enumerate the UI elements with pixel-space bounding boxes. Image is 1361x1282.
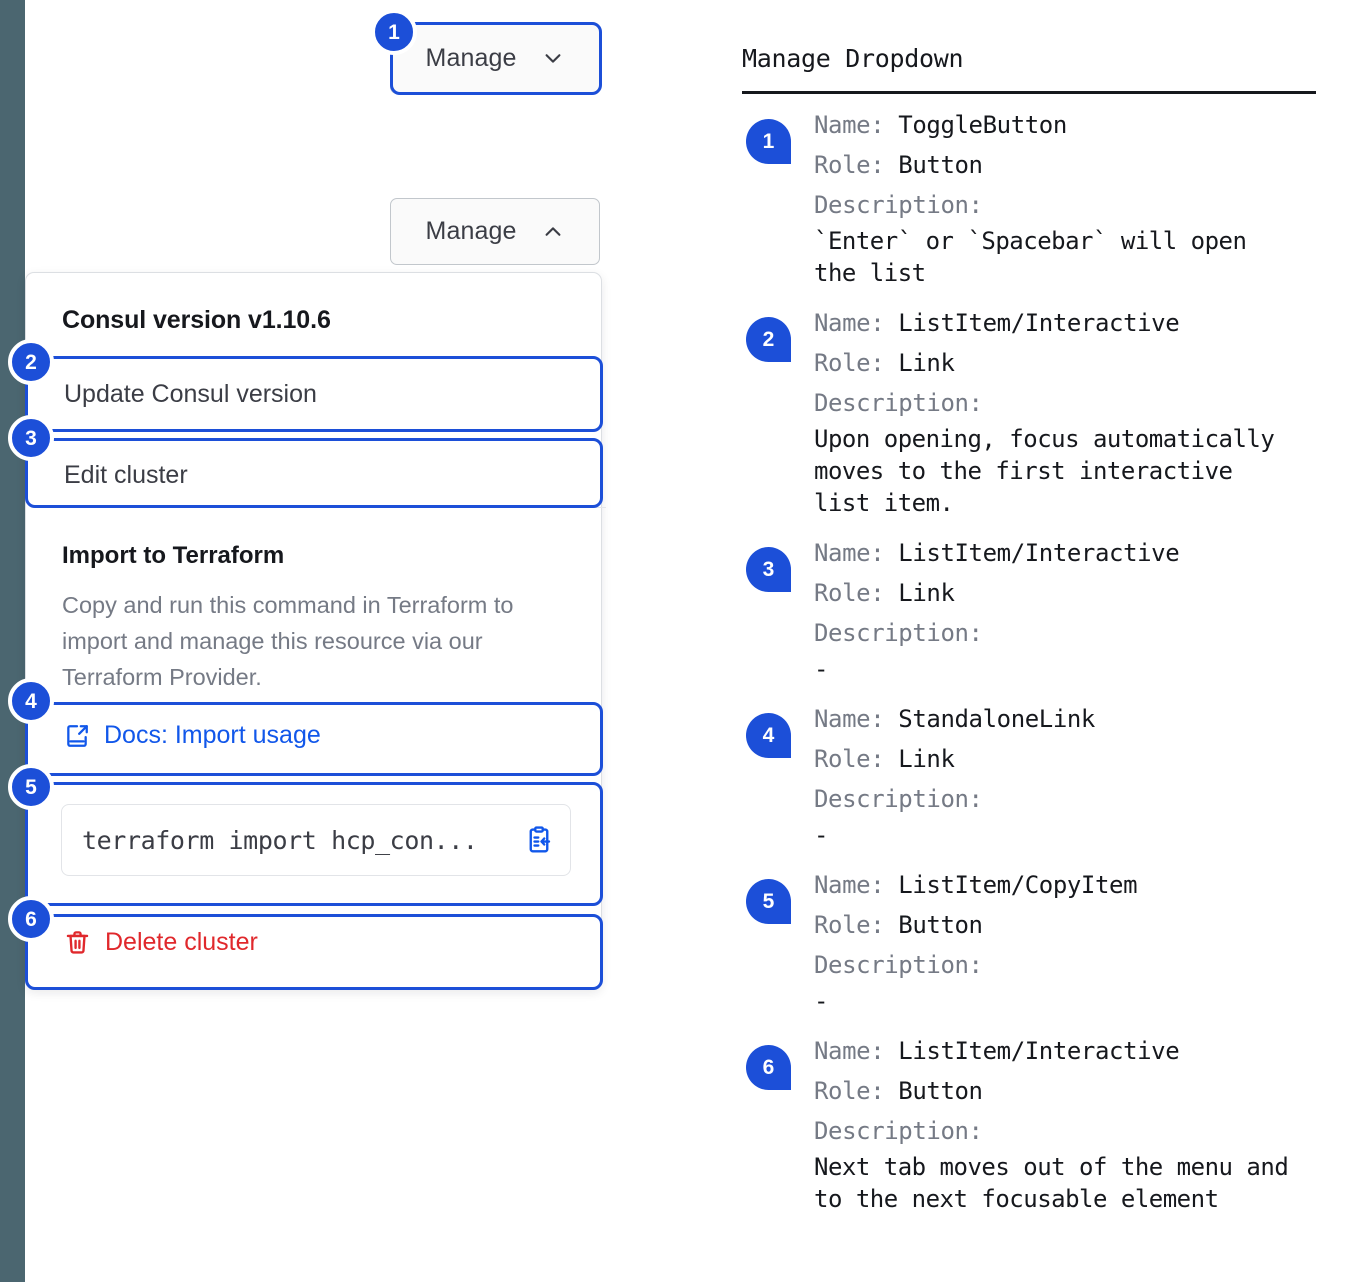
doc-item-role: Role: Button	[814, 911, 983, 939]
doc-marker-badge-1: 1	[746, 119, 791, 164]
doc-item-role: Role: Link	[814, 745, 955, 773]
doc-item-description-label: Description:	[814, 389, 983, 417]
doc-item-description: -	[814, 821, 828, 849]
menu-divider	[51, 507, 606, 508]
consul-version-heading: Consul version v1.10.6	[62, 306, 331, 334]
menu-item-update-consul-version[interactable]: Update Consul version	[64, 380, 317, 408]
doc-panel-title: Manage Dropdown	[742, 44, 964, 73]
chevron-up-icon	[542, 221, 564, 243]
doc-item-name: Name: ToggleButton	[814, 111, 1067, 139]
doc-item-description-label: Description:	[814, 951, 983, 979]
docs-import-usage-label: Docs: Import usage	[104, 721, 321, 749]
marker-badge-3: 3	[8, 415, 54, 461]
marker-badge-6: 6	[8, 896, 54, 942]
manage-toggle-label: Manage	[425, 43, 517, 72]
terraform-command-copy-field[interactable]: terraform import hcp_con...	[61, 804, 571, 876]
marker-badge-5: 5	[8, 764, 54, 810]
doc-item-description-label: Description:	[814, 619, 983, 647]
manage-dropdown-toggle-collapsed[interactable]: Manage	[390, 22, 600, 94]
doc-item-description: Next tab moves out of the menu and to th…	[814, 1153, 1289, 1213]
doc-marker-badge-2: 2	[746, 317, 791, 362]
import-to-terraform-description: Copy and run this command in Terraform t…	[62, 592, 514, 690]
chevron-down-icon	[542, 47, 564, 69]
doc-marker-badge-3: 3	[746, 547, 791, 592]
external-doc-icon	[64, 723, 90, 749]
doc-item-description-label: Description:	[814, 1117, 983, 1145]
terraform-command-text: terraform import hcp_con...	[82, 825, 478, 855]
doc-item-name: Name: ListItem/Interactive	[814, 1037, 1180, 1065]
doc-item-description-label: Description:	[814, 785, 983, 813]
import-to-terraform-heading: Import to Terraform	[62, 542, 285, 569]
copy-to-clipboard-icon[interactable]	[524, 825, 554, 855]
manage-dropdown-panel: Consul version v1.10.6 Update Consul ver…	[25, 272, 606, 990]
doc-item-name: Name: StandaloneLink	[814, 705, 1095, 733]
doc-item-name: Name: ListItem/Interactive	[814, 539, 1180, 567]
doc-item-role: Role: Button	[814, 151, 983, 179]
doc-item-name: Name: ListItem/CopyItem	[814, 871, 1138, 899]
marker-badge-1: 1	[371, 9, 417, 55]
menu-item-edit-cluster[interactable]: Edit cluster	[64, 461, 188, 489]
menu-item-delete-cluster[interactable]: Delete cluster	[64, 928, 258, 957]
doc-item-role: Role: Link	[814, 349, 955, 377]
doc-item-description-label: Description:	[814, 191, 983, 219]
manage-toggle-label-expanded: Manage	[425, 217, 517, 245]
app-left-rail	[0, 0, 25, 1282]
trash-icon	[64, 929, 91, 956]
doc-marker-badge-6: 6	[746, 1045, 791, 1090]
marker-badge-4: 4	[8, 678, 54, 724]
doc-item-description: -	[814, 655, 828, 683]
doc-panel-rule	[742, 91, 1316, 94]
doc-item-description: Upon opening, focus automatically moves …	[814, 425, 1275, 517]
marker-badge-2: 2	[8, 339, 54, 385]
docs-import-usage-link[interactable]: Docs: Import usage	[64, 721, 321, 750]
doc-item-name: Name: ListItem/Interactive	[814, 309, 1180, 337]
doc-marker-badge-4: 4	[746, 713, 791, 758]
doc-item-role: Role: Link	[814, 579, 955, 607]
doc-item-role: Role: Button	[814, 1077, 983, 1105]
doc-marker-badge-5: 5	[746, 879, 791, 924]
doc-item-description: -	[814, 987, 828, 1015]
delete-cluster-label: Delete cluster	[105, 928, 258, 956]
doc-item-description: `Enter` or `Spacebar` will open the list	[814, 227, 1247, 287]
manage-dropdown-toggle-expanded[interactable]: Manage	[390, 198, 600, 265]
